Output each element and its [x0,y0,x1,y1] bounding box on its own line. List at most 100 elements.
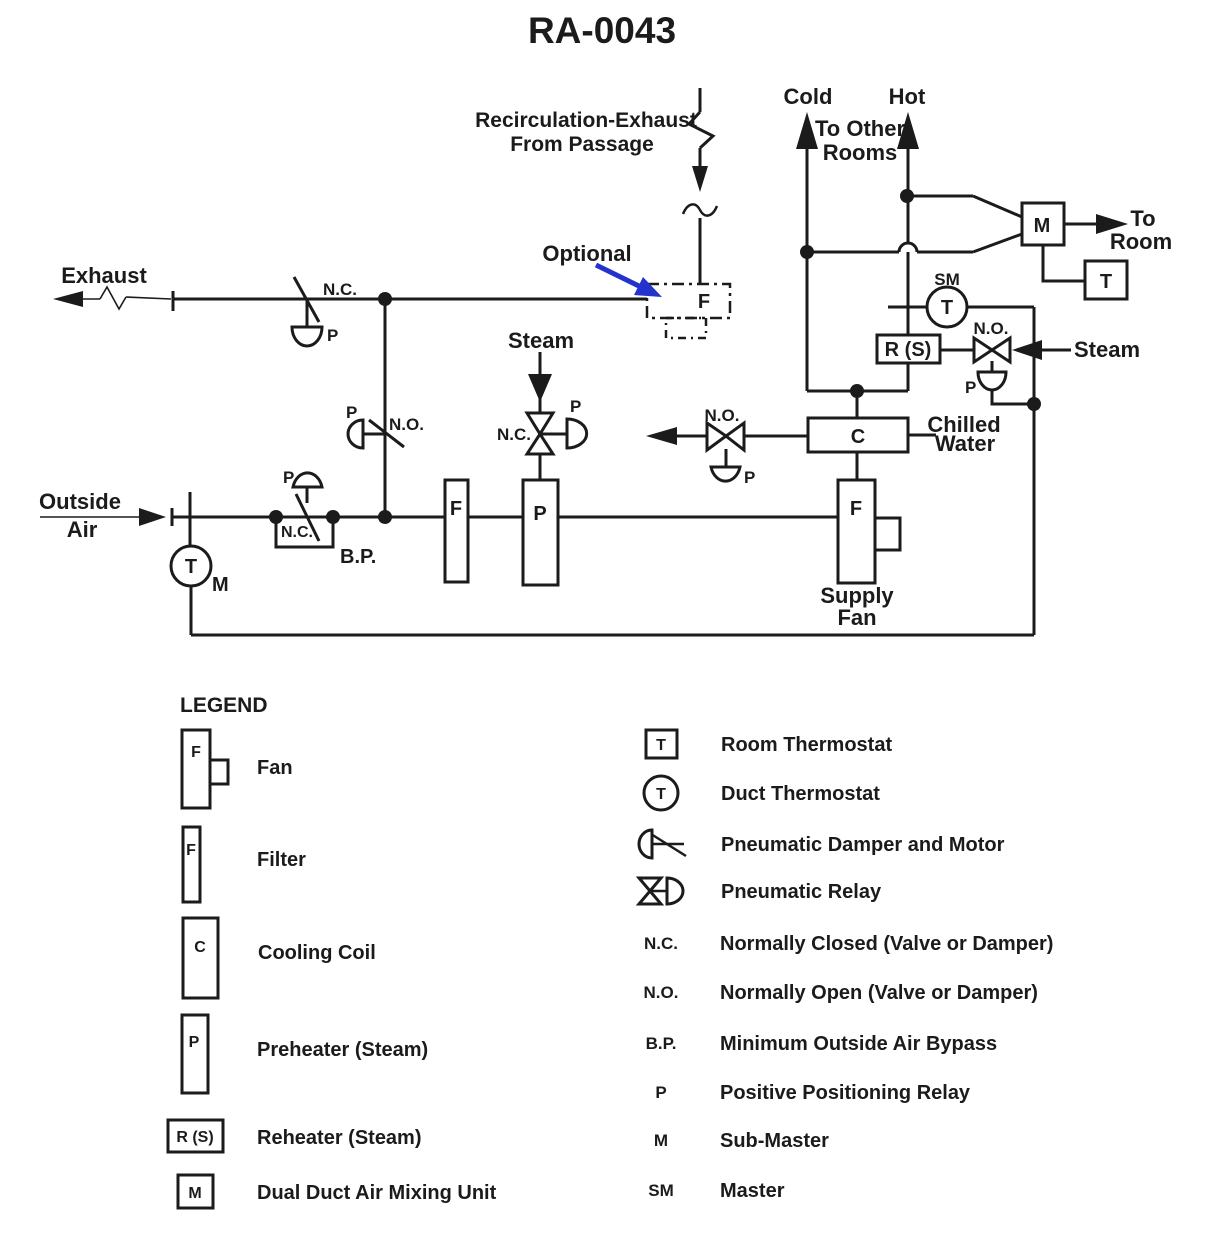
nc-exhaust-damper-label: N.C. [323,280,357,299]
preheater-box [521,478,560,587]
bypass-loop [274,517,335,549]
legend-pneumatic-relay-row: Pneumatic Relay [635,876,882,906]
sm-thermostat-tag: T [941,297,953,319]
legend-nc-row: N.C. Normally Closed (Valve or Damper) [644,933,1053,955]
pneumatic-damper-blade [650,832,687,858]
fan-symbol-tag: F [191,744,201,761]
junction-dot [326,510,340,524]
devices [169,189,1129,588]
cold-branch-crossover-hop [897,241,919,253]
legend-p-row: P Positive Positioning Relay [655,1082,971,1104]
p-steam-valve-label: P [570,397,581,416]
cold-branch-diag [972,232,1023,254]
supply-fan-box [836,478,877,585]
p-recirc-damper-label: P [346,403,357,422]
diagram-labels: RA-0043 Recirculation-Exhaust From Passa… [39,10,1172,630]
bypass-damper-actuator-icon [291,471,324,489]
optional-callout-arrowhead [634,277,662,297]
cooling-coil-symbol-icon [181,916,220,1000]
master-motor-label: M [212,574,229,596]
outside-air-arrowhead [139,508,166,526]
reheat-valve-right-icon [989,335,1012,365]
legend-room-thermostat-row: T Room Thermostat [644,728,892,760]
to-other-rooms-label-2: Rooms [823,140,898,165]
outside-air-thermostat-tag: T [185,556,197,578]
bp-symbol: B.P. [646,1034,677,1053]
fan-label: Fan [257,757,293,779]
legend-no-row: N.O. Normally Open (Valve or Damper) [644,982,1038,1004]
damper-motor-label: Pneumatic Damper and Motor [721,834,1005,856]
m-symbol: M [654,1131,668,1150]
sm-label: SM [934,270,960,289]
bp-legend-label: Minimum Outside Air Bypass [720,1033,997,1055]
duct-thermostat-symbol-icon [642,774,680,812]
chw-valve-left-icon [705,420,729,453]
exhaust-leader2 [125,296,172,300]
recirculation-label-1: Recirculation-Exhaust [475,109,697,132]
room-thermostat-link [1041,245,1085,283]
exhaust-arrowhead [53,291,83,307]
legend-cooling-coil-row: C Cooling Coil [181,916,376,1000]
duct-thermostat-label: Duct Thermostat [721,783,880,805]
supply-fan-label-1: Supply [820,583,894,608]
filter-symbol-tag: F [186,842,196,859]
optional-label: Optional [542,241,631,266]
chw-valve-actuator-icon [709,465,742,483]
nc-steam-valve-label: N.C. [497,425,531,444]
steam-left-arrowhead [528,374,552,402]
pneumatic-relay-icon [635,876,665,894]
sm-duct-thermostat-icon [925,285,969,329]
outside-air-label-2: Air [67,517,98,542]
hot-branch-diag [972,194,1023,219]
cooling-coil-box [806,416,910,454]
legend-m-row: M Sub-Master [654,1130,829,1152]
legend-filter-row: F Filter [181,825,306,904]
page-title: RA-0043 [528,10,676,51]
cold-label: Cold [784,84,833,109]
optional-filter-box [645,282,732,320]
room-thermostat-symbol-tag: T [656,737,666,754]
outside-air-label-1: Outside [39,489,121,514]
legend-preheater-row: P Preheater (Steam) [180,1013,428,1095]
junction-dot [850,384,864,398]
legend-sm-row: SM Master [648,1180,784,1202]
filter-label: Filter [257,849,306,871]
chilled-water-label-1: Chilled [927,412,1000,437]
preheater-tag: P [533,503,546,525]
reheater-symbol-tag: R (S) [176,1129,213,1146]
exhaust-damper-blade [292,276,321,323]
pneumatic-relay-label: Pneumatic Relay [721,881,882,903]
legend-damper-motor-row: Pneumatic Damper and Motor [637,828,1005,860]
mixing-unit-label: Dual Duct Air Mixing Unit [257,1182,497,1204]
legend-heading: LEGEND [180,694,268,717]
steam-valve-top-icon [524,411,556,437]
steam-valve-actuator-icon [565,417,589,450]
exhaust-label: Exhaust [61,263,147,288]
mixing-unit-symbol-icon [176,1173,215,1210]
no-chw-valve-label: N.O. [705,406,740,425]
sm-master-label: Master [720,1180,785,1202]
filter-symbol-icon [181,825,202,904]
supply-fan-outlet-box [873,516,902,552]
recirc-duct-break [681,203,719,217]
no-reheat-valve-label: N.O. [974,319,1009,338]
junction-dot [378,510,392,524]
p-chw-valve-label: P [744,468,755,487]
p-symbol: P [655,1083,666,1102]
bp-label: B.P. [340,546,376,568]
reheat-valve-actuator-icon [976,370,1008,392]
recirc-damper-actuator-icon [346,418,365,450]
supply-fan-label-2: Fan [837,605,876,630]
recirc-break-zigzag [686,110,716,150]
mixing-unit-tag: M [1034,215,1051,237]
chilled-water-label-2: Water [935,431,996,456]
duct-and-control-lines [40,88,1128,637]
room-thermostat-tag: T [1100,271,1112,293]
p-bypass-damper-label: P [283,468,294,487]
preheater-symbol-icon [180,1013,210,1095]
recirc-damper-blade [368,418,405,449]
nc-symbol: N.C. [644,934,678,953]
outside-air-thermostat-icon [169,544,213,588]
legend-bp-row: B.P. Minimum Outside Air Bypass [646,1033,998,1055]
